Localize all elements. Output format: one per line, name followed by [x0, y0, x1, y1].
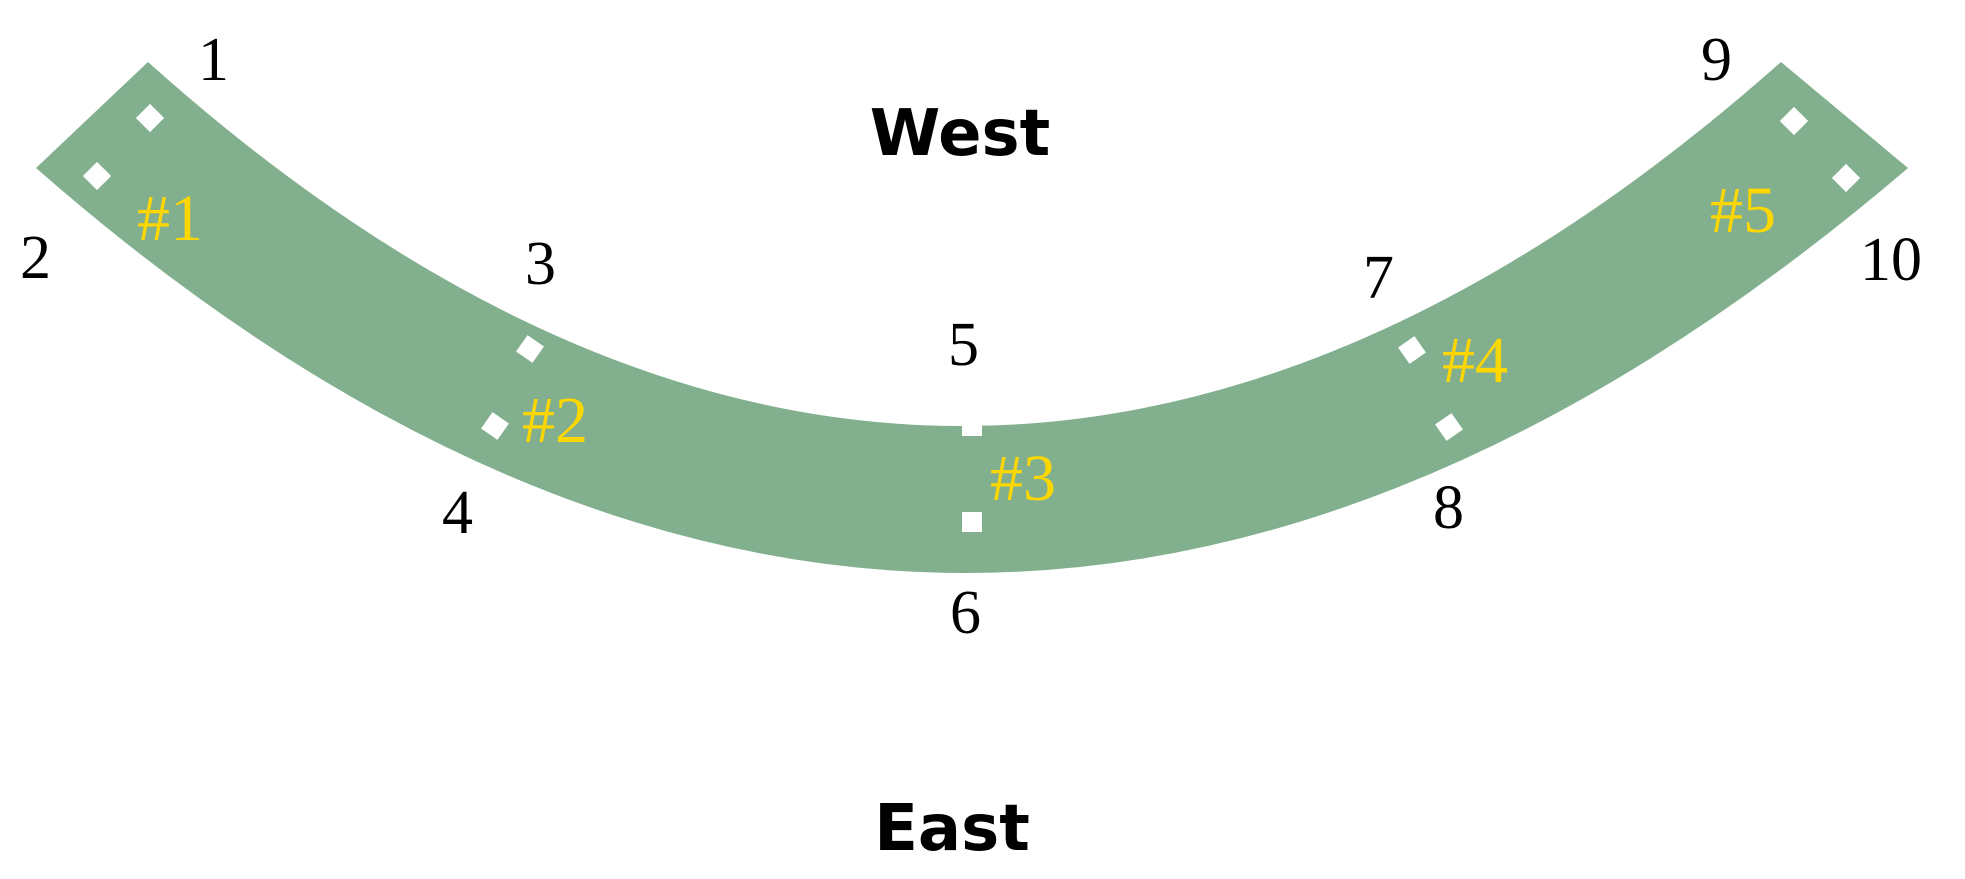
section-label-5: #5 [1710, 174, 1776, 247]
section-label-3: #3 [990, 442, 1056, 515]
curved-band [36, 62, 1908, 573]
direction-label-east: East [874, 792, 1030, 866]
sensor-marker-5 [962, 416, 982, 436]
point-number-4: 4 [442, 479, 473, 547]
sensor-marker-7 [1398, 336, 1426, 364]
sensor-marker-9 [1779, 106, 1809, 136]
sensor-marker-4 [481, 412, 509, 440]
section-label-4: #4 [1442, 324, 1508, 397]
point-number-3: 3 [525, 230, 556, 298]
point-number-1: 1 [198, 26, 229, 94]
point-number-2: 2 [20, 224, 51, 292]
direction-label-west: West [870, 97, 1050, 171]
point-number-6: 6 [950, 579, 981, 647]
sensor-marker-3 [516, 335, 544, 363]
section-label-2: #2 [522, 384, 588, 457]
sensor-marker-10 [1831, 163, 1861, 193]
point-number-8: 8 [1433, 474, 1464, 542]
point-number-5: 5 [948, 311, 979, 379]
point-number-10: 10 [1860, 226, 1922, 294]
point-number-7: 7 [1363, 244, 1394, 312]
sensor-marker-8 [1435, 413, 1463, 441]
section-label-1: #1 [137, 182, 203, 255]
point-number-9: 9 [1701, 26, 1732, 94]
sensor-marker-6 [962, 512, 982, 532]
